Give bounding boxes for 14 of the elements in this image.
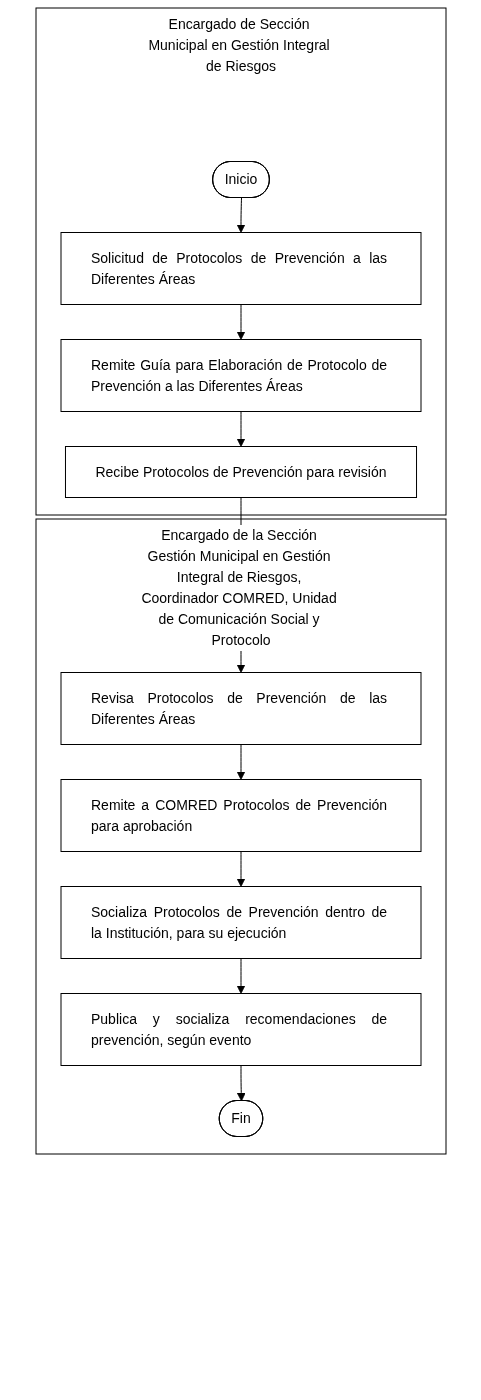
node-box: Revisa Protocolos de Prevención de las Diferentes Áreas xyxy=(60,672,421,745)
arrow xyxy=(236,197,245,233)
arrow xyxy=(236,744,245,780)
arrow xyxy=(236,304,245,340)
node-box: Solicitud de Protocolos de Prevención a las Diferentes Áreas xyxy=(60,232,421,305)
node-box: Publica y socializa recomendaciones de prevención, según evento xyxy=(60,993,421,1066)
node-box: Socializa Protocolos de Prevención dentro de la Institución, para su ejecución xyxy=(60,886,421,959)
node-box: Remite Guía para Elaboración de Protocolo de Prevención a las Diferentes Áreas xyxy=(60,339,421,412)
arrow xyxy=(236,1065,246,1102)
node-box: Recibe Protocolos de Prevención para revisión xyxy=(64,446,417,498)
arrow xyxy=(236,851,245,887)
node-box: Remite a COMRED Protocolos de Prevención para aprobación xyxy=(60,779,421,852)
arrow xyxy=(236,958,245,994)
arrow xyxy=(236,411,245,447)
